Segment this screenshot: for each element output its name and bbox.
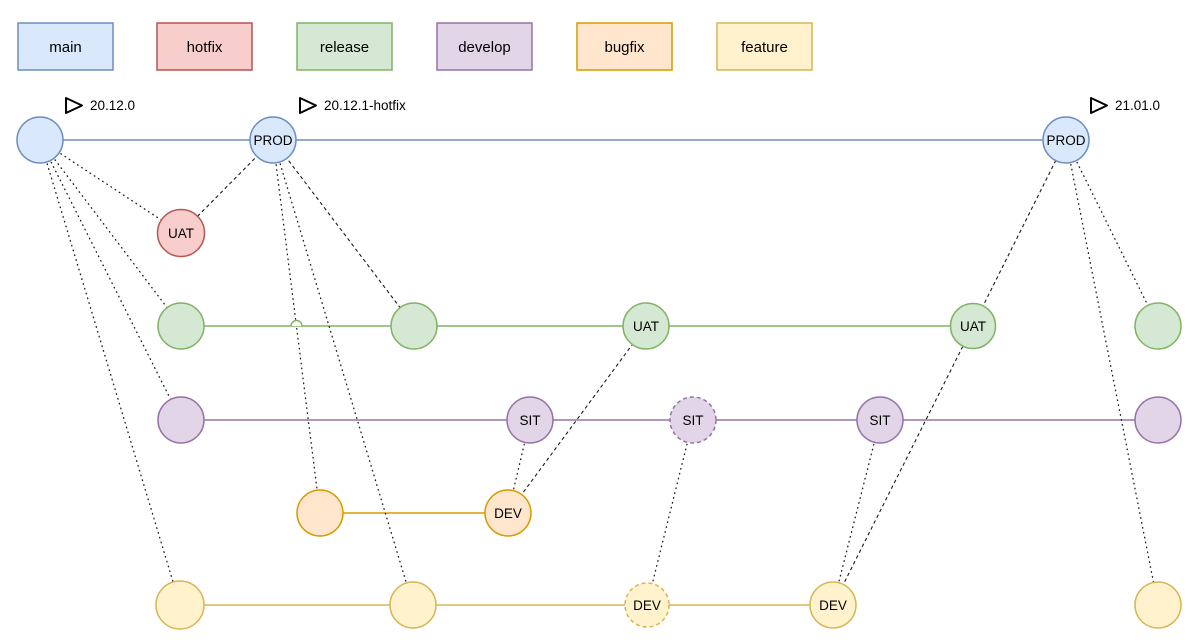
legend-box-release [296,22,393,71]
connectors [39,139,1159,606]
commit-develop-1 [157,396,205,444]
tag-label-20-12-0: 20.12.0 [90,98,135,113]
commit-main-prod-2 [1042,116,1090,164]
commit-release-uat-2 [949,302,997,350]
legend-box-develop [436,22,533,71]
connector-main1-feature1 [39,139,181,606]
release-line-jump [290,319,303,327]
release-tags: 20.12.0 20.12.1-hotfix 21.01.0 [65,97,1160,114]
legend-label-develop: develop [458,39,511,56]
tag-icon-21-01-0 [1090,97,1108,114]
commit-feature-3 [1134,581,1182,629]
node-label-sit-2: SIT [682,413,703,428]
node-label-release-uat-1: UAT [633,319,659,334]
commit-release-2 [390,302,438,350]
legend-box-hotfix [156,22,253,71]
legend-box-main [17,22,114,71]
connector-main1-develop1 [39,139,182,421]
commit-nodes: PROD PROD UAT UAT UAT SIT SIT SIT DEV DE… [16,116,1182,630]
node-label-sit-3: SIT [869,413,890,428]
branch-lines [40,139,1158,606]
connector-release-uat2-prod2 [972,139,1067,327]
legend-label-release: release [320,39,369,56]
commit-release-uat-1 [622,302,670,350]
commit-main-1 [16,116,64,164]
connector-prod1-release2 [272,139,415,327]
connector-prod2-feature3 [1065,139,1159,606]
legend-box-bugfix [576,22,673,71]
legend: main hotfix release develop bugfix featu… [17,22,813,71]
commit-bugfix-dev [484,489,532,537]
connector-feature-dev2-sit3 [832,419,881,606]
node-label-feature-dev-2: DEV [819,598,847,613]
node-label-prod-2: PROD [1046,133,1085,148]
node-label-prod-1: PROD [253,133,292,148]
tag-label-21-01-0: 21.01.0 [1115,98,1160,113]
legend-label-main: main [49,39,82,56]
node-label-release-uat-2: UAT [960,319,986,334]
legend-box-feature [716,22,813,71]
commit-feature-2 [389,581,437,629]
connector-prod2-release3 [1065,139,1159,327]
connector-main1-release1 [39,139,182,327]
legend-label-feature: feature [741,39,788,56]
commit-develop-sit-3 [856,396,904,444]
commit-feature-dev-1 [624,582,670,628]
commit-feature-1 [155,580,205,630]
commit-bugfix-1 [296,489,344,537]
commit-feature-dev-2 [809,581,857,629]
commit-release-3 [1134,302,1182,350]
commit-develop-sit-1 [506,396,554,444]
commit-hotfix-uat [156,208,206,258]
tag-icon-20-12-1-hotfix [299,97,317,114]
legend-label-hotfix: hotfix [187,39,223,56]
node-label-bugfix-dev: DEV [494,506,522,521]
commit-main-prod-1 [249,116,297,164]
legend-label-bugfix: bugfix [604,39,645,56]
node-label-feature-dev-1: DEV [633,598,661,613]
connector-sit2-feature-dev1 [646,419,694,606]
tag-label-20-12-1-hotfix: 20.12.1-hotfix [324,98,406,113]
connector-prod1-feature2 [272,139,414,606]
commit-develop-2 [1134,396,1182,444]
connector-main1-hotfix-uat [39,139,182,234]
node-label-sit-1: SIT [519,413,540,428]
node-label-hotfix-uat: UAT [168,226,194,241]
tag-icon-20-12-0 [65,97,83,114]
commit-release-1 [157,302,205,350]
connector-feature-dev2-release-uat2 [832,325,974,606]
commit-develop-sit-2 [669,396,717,444]
